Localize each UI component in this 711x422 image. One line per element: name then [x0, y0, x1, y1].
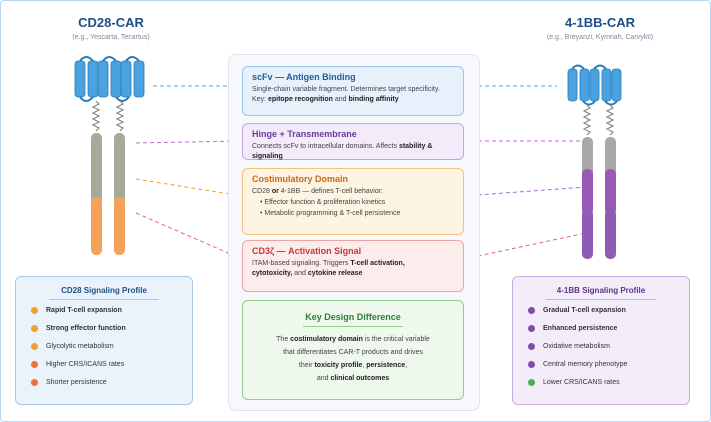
bullet-dot-icon [31, 307, 38, 314]
card-key-title: Key Design Difference [305, 312, 401, 322]
profile-list-item: Higher CRS/ICANS rates [16, 360, 192, 378]
card-hinge-body: Connects scFv to intracellular domains. … [252, 143, 433, 160]
right-car-title: 4-1BB-CAR [564, 15, 636, 30]
card-costim-bullet: • Effector function & proliferation kine… [260, 199, 386, 206]
left-car-subtitle: (e.g., Yescarta, Tecartus) [72, 34, 150, 41]
card-scfv-title: scFv — Antigen Binding [252, 72, 356, 82]
right-chains [582, 137, 616, 259]
divider [49, 299, 159, 300]
profile-list-item: Strong effector function [16, 324, 192, 342]
profile-item-label: Strong effector function [46, 325, 126, 332]
profile-item-label: Glycolytic metabolism [46, 343, 114, 350]
profile-item-label: Higher CRS/ICANS rates [46, 361, 125, 368]
card-hinge: Hinge + Transmembrane Connects scFv to i… [242, 123, 464, 160]
connector-cd3z-right [463, 232, 587, 260]
card-cd3z-body: ITAM-based signaling. Triggers T-cell ac… [252, 260, 405, 277]
card-key-difference: Key Design Difference The costimulatory … [242, 300, 464, 400]
profile-item-label: Shorter persistence [46, 379, 107, 386]
profile-list-item: Oxidative metabolism [513, 342, 689, 360]
card-costim: Costimulatory Domain CD28 or 4-1BB — def… [242, 168, 464, 235]
card-key-body: The costimulatory domain is the critical… [276, 336, 430, 382]
profile-item-label: Rapid T-cell expansion [46, 307, 122, 314]
bullet-dot-icon [31, 361, 38, 368]
right-signaling-profile: 4-1BB Signaling Profile Gradual T-cell e… [512, 276, 690, 405]
profile-item-label: Gradual T-cell expansion [543, 307, 626, 314]
card-scfv-line1: Single-chain variable fragment. Determin… [252, 86, 440, 93]
divider [546, 299, 656, 300]
profile-item-label: Central memory phenotype [543, 361, 628, 368]
card-costim-bullet: • Metabolic programming & T-cell persist… [260, 210, 401, 217]
right-profile-title: 4-1BB Signaling Profile [556, 286, 646, 295]
bullet-dot-icon [31, 325, 38, 332]
card-scfv-body: Single-chain variable fragment. Determin… [252, 85, 454, 105]
bullet-dot-icon [528, 343, 535, 350]
card-costim-title: Costimulatory Domain [252, 174, 349, 184]
profile-list-item: Glycolytic metabolism [16, 342, 192, 360]
card-costim-line: CD28 or 4-1BB — defines T-cell behavior: [252, 188, 383, 195]
left-scfv [74, 56, 145, 102]
right-car-subtitle: (e.g., Breyanzi, Kymriah, Carvykti) [546, 34, 654, 41]
profile-list-item: Central memory phenotype [513, 360, 689, 378]
connector-costim-left [135, 178, 243, 197]
bullet-dot-icon [528, 307, 535, 314]
profile-list-item: Enhanced persistence [513, 324, 689, 342]
divider [303, 326, 403, 327]
profile-item-label: Oxidative metabolism [543, 343, 610, 350]
left-signaling-profile: CD28 Signaling Profile Rapid T-cell expa… [15, 276, 193, 405]
card-hinge-title: Hinge + Transmembrane [252, 129, 357, 139]
connector-costim-right [463, 186, 587, 197]
bullet-dot-icon [528, 379, 535, 386]
profile-item-label: Lower CRS/ICANS rates [543, 379, 620, 386]
card-cd3z: CD3ζ — Activation Signal ITAM-based sign… [242, 240, 464, 292]
connector-hinge-left [135, 140, 243, 144]
bullet-dot-icon [528, 361, 535, 368]
right-scfv [567, 64, 622, 106]
left-car-title: CD28-CAR [78, 15, 144, 30]
bullet-dot-icon [31, 379, 38, 386]
profile-item-label: Enhanced persistence [543, 325, 618, 332]
profile-list-item: Shorter persistence [16, 378, 192, 396]
connector-cd3z-left [135, 212, 243, 260]
profile-list-item: Rapid T-cell expansion [16, 306, 192, 324]
card-scfv-line2: Key: epitope recognition and binding aff… [252, 96, 399, 103]
right-hinge [582, 104, 615, 136]
left-profile-title: CD28 Signaling Profile [61, 286, 147, 295]
card-cd3z-title: CD3ζ — Activation Signal [252, 246, 362, 256]
card-scfv: scFv — Antigen Binding Single-chain vari… [242, 66, 464, 116]
bullet-dot-icon [31, 343, 38, 350]
profile-list-item: Lower CRS/ICANS rates [513, 378, 689, 396]
left-chains [91, 133, 125, 255]
profile-list-item: Gradual T-cell expansion [513, 306, 689, 324]
left-hinge [91, 100, 125, 132]
bullet-dot-icon [528, 325, 535, 332]
